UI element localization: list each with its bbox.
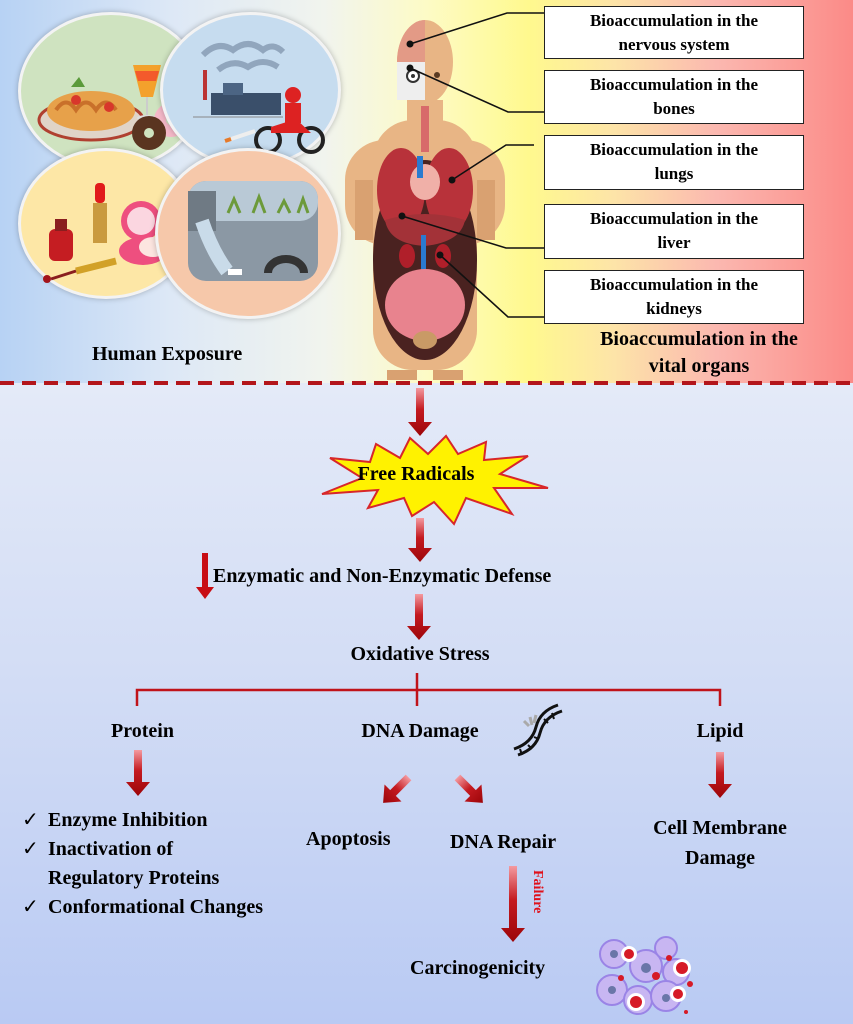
free-radicals-burst bbox=[321, 434, 549, 526]
protein-effect-item: ✓Conformational Changes bbox=[22, 893, 263, 922]
organ-box-nervous-system: Bioaccumulation in the nervous system bbox=[544, 6, 804, 59]
organ-box-bones: Bioaccumulation in the bones bbox=[544, 70, 804, 124]
organ-box-line1: Bioaccumulation in the bbox=[589, 140, 759, 159]
organ-box-liver: Bioaccumulation in the liver bbox=[544, 204, 804, 259]
down-arrow-protein bbox=[126, 750, 150, 796]
dna-repair-label: DNA Repair bbox=[450, 831, 557, 853]
cell-membrane-damage-label: Cell Membrane Damage bbox=[653, 817, 787, 869]
apoptosis-label: Apoptosis bbox=[306, 828, 391, 850]
protein-label: Protein bbox=[111, 720, 174, 742]
organ-leader-lines bbox=[398, 12, 544, 318]
cosmetics-icon bbox=[43, 183, 167, 283]
food-icon bbox=[37, 65, 188, 150]
vital-organs-caption: Bioaccumulation in the vital organs bbox=[570, 326, 828, 380]
diagonal-arrow-to-dna-repair bbox=[454, 774, 483, 803]
organ-box-line2: liver bbox=[657, 233, 691, 252]
organ-box-line2: lungs bbox=[654, 164, 694, 183]
organ-box-line2: bones bbox=[653, 99, 695, 118]
human-body-anatomy-illustration bbox=[345, 20, 505, 380]
organ-box-line1: Bioaccumulation in the bbox=[589, 209, 759, 228]
down-arrow-to-defense bbox=[408, 518, 432, 562]
failure-label: Failure bbox=[530, 870, 545, 914]
check-icon: ✓ bbox=[22, 809, 39, 831]
organ-box-kidneys: Bioaccumulation in the kidneys bbox=[544, 270, 804, 324]
dashed-divider bbox=[0, 381, 853, 385]
protein-effects-list: ✓Enzyme Inhibition ✓Inactivation of Regu… bbox=[22, 806, 263, 922]
check-icon: ✓ bbox=[22, 838, 39, 860]
organ-box-line1: Bioaccumulation in the bbox=[589, 75, 759, 94]
down-arrow-failure bbox=[501, 866, 525, 942]
water-pollution-source-circle bbox=[155, 148, 341, 319]
down-arrow-to-oxidative-stress bbox=[407, 594, 431, 640]
organ-box-line2: kidneys bbox=[646, 299, 702, 318]
carcinogenicity-label: Carcinogenicity bbox=[410, 957, 546, 979]
check-icon: ✓ bbox=[22, 896, 39, 918]
human-exposure-label: Human Exposure bbox=[92, 343, 243, 365]
wastewater-icon bbox=[188, 181, 318, 281]
protein-effect-item: ✓Enzyme Inhibition bbox=[22, 806, 263, 835]
caption-line1: Bioaccumulation in the bbox=[600, 328, 798, 350]
organ-box-line2: nervous system bbox=[618, 35, 730, 54]
emissions-source-circle bbox=[160, 12, 341, 168]
lipid-label: Lipid bbox=[696, 720, 744, 742]
free-radicals-label: Free Radicals bbox=[357, 463, 475, 485]
cosmetics-source-circle bbox=[18, 148, 194, 299]
dna-helix-icon bbox=[513, 703, 563, 757]
dna-damage-label: DNA Damage bbox=[361, 720, 479, 742]
oxidative-stress-label: Oxidative Stress bbox=[350, 643, 490, 665]
organ-box-line1: Bioaccumulation in the bbox=[589, 11, 759, 30]
cancer-cells-icon bbox=[596, 936, 693, 1015]
diagonal-arrow-to-apoptosis bbox=[383, 774, 412, 803]
protein-effect-item: ✓Inactivation of bbox=[22, 835, 263, 864]
down-arrow-lipid bbox=[708, 752, 732, 798]
factory-icon bbox=[193, 41, 325, 154]
caption-line2: vital organs bbox=[648, 355, 750, 377]
organ-box-lungs: Bioaccumulation in the lungs bbox=[544, 135, 804, 190]
organ-box-line1: Bioaccumulation in the bbox=[589, 275, 759, 294]
decrease-arrow-icon bbox=[196, 553, 214, 599]
down-arrow-to-free-radicals bbox=[408, 388, 432, 436]
defense-label: Enzymatic and Non-Enzymatic Defense bbox=[213, 565, 552, 587]
protein-effect-item-continued: Regulatory Proteins bbox=[48, 867, 220, 889]
